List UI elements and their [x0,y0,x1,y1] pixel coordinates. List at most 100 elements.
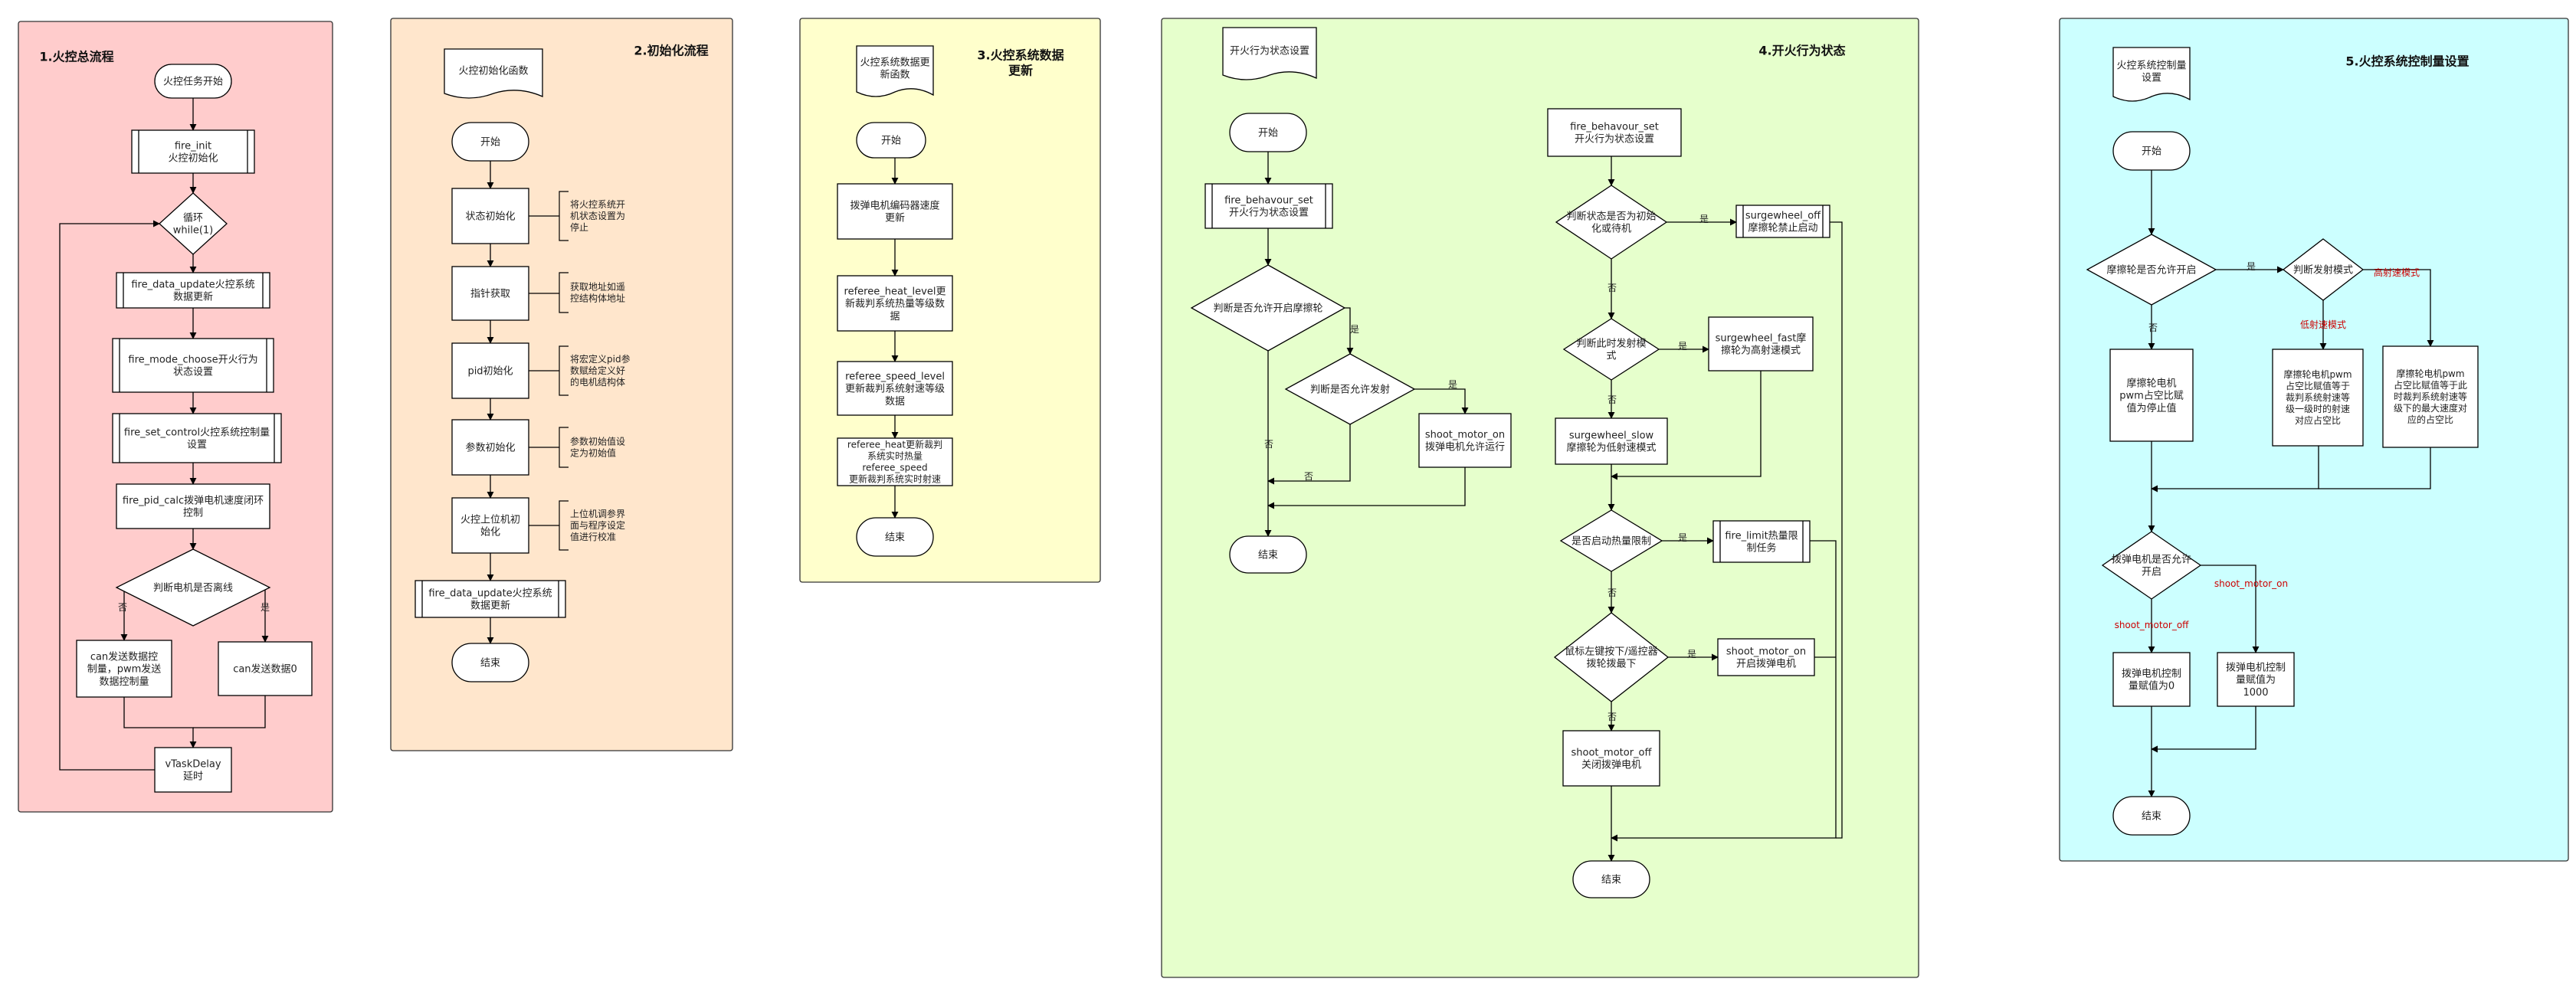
p4-edge-fric-yes [1345,307,1354,355]
p4-judge-init [1555,185,1668,260]
p4-motor-on-start [1717,638,1815,676]
p1-mode-choose [112,338,274,393]
p2-pid-init [451,342,529,399]
p5-motor-zero-label: 拨弹电机控制量赋值为0 [2122,668,2181,692]
p2-param-init-label: 参数初始化 [465,442,515,454]
p4-judge-init-label: 判断状态是否为初始化或待机 [1566,211,1656,234]
p4-edge-fire-yes [1414,388,1469,414]
p5-fric-low [2272,349,2364,447]
p1-start-label: 火控任务开始 [163,76,223,88]
p5-judge-mode [2282,238,2365,301]
p4-motor-off [1562,730,1660,787]
p2-start-label: 开始 [480,137,500,149]
p2-note-param: 参数初始值设定为初始值 [570,436,625,459]
p3-speed-level [837,361,953,416]
panel-fire-behaviour [1161,18,1919,978]
p1-can-send-label: can发送数据控制量，pwm发送数据控制量 [87,650,162,688]
p4r-label-mode-yes: 是 [1678,341,1687,352]
p4-edge-fire-no [1267,424,1351,485]
p1-label-yes: 是 [261,602,270,613]
p2-doc [444,48,543,99]
p1-set-control [112,413,282,463]
p5-edge-mode-high [2363,269,2434,347]
p2-data-update-label: fire_data_update火控系统数据更新 [428,588,552,611]
panel1-title: 1.火控总流程 [39,50,113,64]
p4r-edge-limit-end [1611,540,1837,842]
p2-state-init [451,188,529,244]
p2-note-ptr-bracket [559,272,569,313]
p4-doc [1222,27,1317,80]
p4r-label-init-yes: 是 [1699,214,1709,224]
p4r-label-heat-no: 否 [1608,588,1617,598]
p2-end-label: 结束 [480,658,500,669]
p5-motor-zero [2112,652,2191,707]
p4-label-fric-no: 否 [1264,439,1273,450]
p3-heat-level-label: referee_heat_level更新裁判系统热量等级数据 [844,286,946,322]
p5-start-label: 开始 [2142,146,2161,158]
p5-label-motor-off: shoot_motor_off [2115,620,2190,630]
p4-label-fric-yes: 是 [1350,324,1359,335]
p2-data-update [415,580,566,618]
p2-param-init [451,419,529,476]
p4-behaviour-set-right [1547,108,1682,157]
p5-doc [2112,47,2191,102]
p5-end [2112,796,2191,836]
p1-judge-offline [115,548,271,627]
p3-heat-level [837,275,953,332]
p4-surge-fast [1708,316,1814,371]
p1-label-no: 否 [118,602,127,613]
p2-upper-init-label: 火控上位机初始化 [460,514,520,538]
p5-doc-label: 火控系统控制量设置 [2116,60,2186,83]
p4r-label-heat-yes: 是 [1678,532,1687,543]
p4r-edge-fast-heat [1611,371,1762,480]
panel3-title: 3.火控系统数据更新 [977,48,1064,78]
p2-note-state-bracket [559,191,569,241]
p2-note-pid: 将宏定义pid参数赋给定义好的电机结构体 [570,353,631,388]
p5-label-high: 高射速模式 [2374,267,2420,278]
p3-end-label: 结束 [885,532,905,544]
p4r-edge-off-merge [1830,221,1843,839]
p4-start [1229,113,1307,152]
p5-judge-mode-label: 判断发射模式 [2293,264,2353,277]
p2-upper-init [451,497,529,554]
p4-label-fire-no: 否 [1304,471,1313,482]
p5-judge-fric [2086,234,2217,306]
p1-can-zero [218,641,313,696]
p5-start [2112,131,2191,171]
p4-judge-heat-label: 是否启动热量限制 [1571,536,1651,548]
p2-pid-init-label: pid初始化 [467,366,513,378]
p1-edge-zero-delay [193,696,266,728]
p5-end-label: 结束 [2142,811,2161,823]
p5-fric-high [2382,345,2479,448]
panel4-title: 4.开火行为状态 [1758,44,1845,58]
p3-doc-label: 火控系统数据更新函数 [860,57,929,80]
p4-end-left-label: 结束 [1258,550,1278,561]
p1-mode-choose-label: fire_mode_choose开火行为状态设置 [128,354,257,378]
p1-edge-send-delay [123,697,197,748]
p5-edge-1000-end [2151,706,2256,753]
p4-end-left [1229,535,1307,574]
p5-label-motor-on: shoot_motor_on [2214,578,2288,589]
p4-surge-slow [1555,417,1668,465]
panel-init-flow [390,18,733,751]
p3-encoder [837,183,953,240]
p4-fire-limit-label: fire_limit热量限制任务 [1725,530,1798,554]
p5-fric-zero [2109,349,2194,442]
p3-start-label: 开始 [881,136,901,147]
p4-label-fire-yes: 是 [1448,379,1457,390]
p1-start [154,64,232,99]
p2-note-pid-bracket [559,345,569,396]
p4-motor-on-allow [1418,413,1512,468]
